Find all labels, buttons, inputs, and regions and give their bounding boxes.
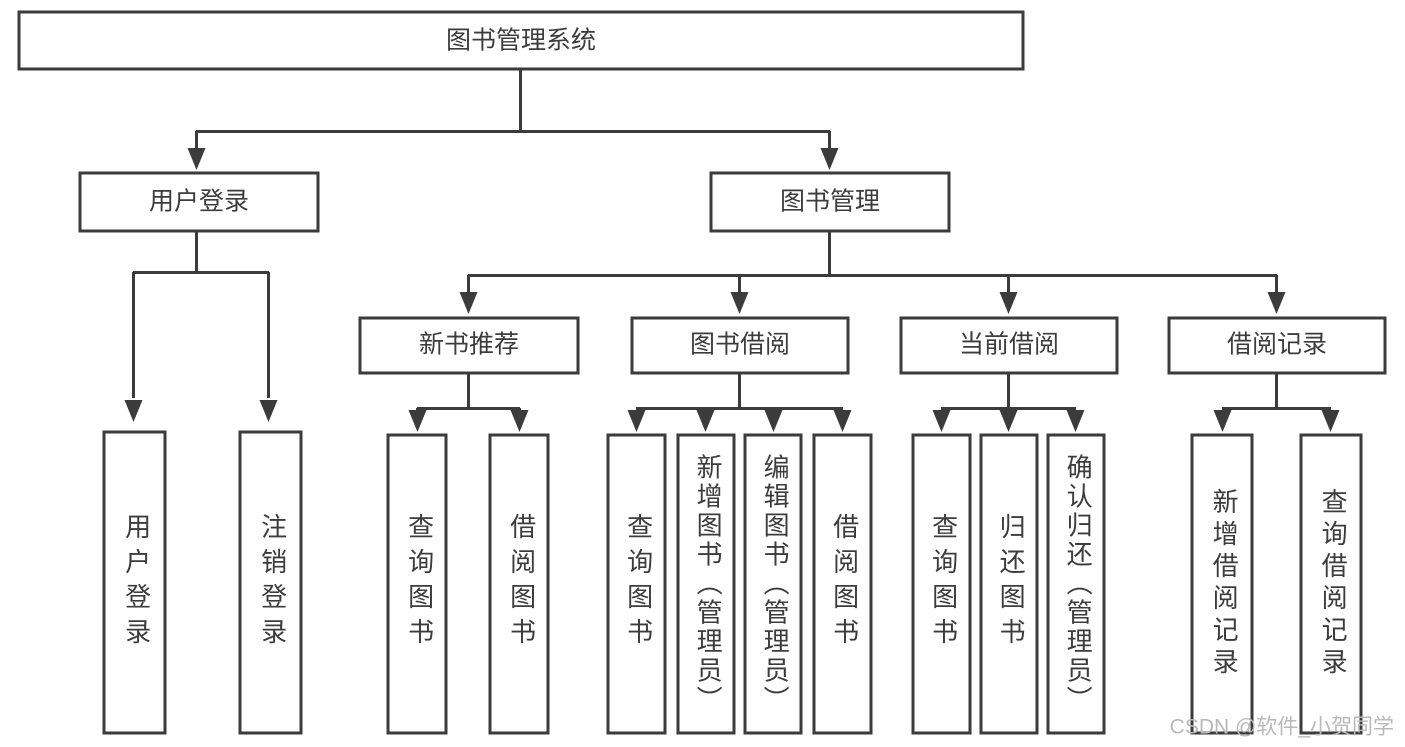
node-user-login-box[interactable]: [78, 171, 320, 233]
node-book-management[interactable]: 图书管理: [709, 171, 951, 233]
leaf-current-borrow-2-box[interactable]: [979, 433, 1039, 735]
leaf-current-borrow-1-box[interactable]: [911, 433, 972, 735]
leaf-current-borrow-3-box[interactable]: [1046, 433, 1106, 735]
node-new-book-recommend[interactable]: 新书推荐: [358, 316, 580, 375]
node-borrow-record-label: 借阅记录: [1227, 331, 1327, 359]
node-book-borrow-box[interactable]: [630, 316, 850, 375]
node-current-borrow-box[interactable]: [899, 316, 1119, 375]
leaf-current-borrow-1[interactable]: 查询图书: [911, 433, 972, 735]
connector-group-borrow-record: [1213, 373, 1340, 432]
node-root-label: 图书管理系统: [446, 27, 596, 55]
node-book-borrow[interactable]: 图书借阅: [630, 316, 850, 375]
node-book-borrow-label: 图书借阅: [690, 331, 790, 359]
node-root-box[interactable]: [17, 10, 1025, 71]
leaf-book-borrow-2-box[interactable]: [676, 433, 736, 735]
leaf-new-book-2-box[interactable]: [488, 433, 550, 735]
leaf-book-borrow-3[interactable]: 编辑图书（管理员）: [743, 433, 803, 735]
leaf-new-book-2-label: 借阅图书: [507, 513, 537, 653]
connector-group-new-book: [408, 373, 529, 432]
leaf-current-borrow-1-label: 查询图书: [929, 513, 959, 653]
arrow-root-to-user-login: [187, 148, 206, 170]
node-borrow-record-box[interactable]: [1167, 316, 1387, 375]
arrow-userlogin-leaf-2: [259, 400, 278, 422]
leaf-borrow-record-2-box[interactable]: [1299, 433, 1363, 735]
leaf-book-borrow-4[interactable]: 借阅图书: [812, 433, 873, 735]
leaf-book-borrow-1-label: 查询图书: [624, 513, 654, 653]
arrow-borrowrecord-leaf-1: [1213, 410, 1232, 432]
leaf-new-book-1-label: 查询图书: [405, 513, 435, 653]
node-new-book-recommend-box[interactable]: [358, 316, 580, 375]
leaf-borrow-record-2[interactable]: 查询借阅记录: [1299, 433, 1363, 735]
arrow-currentborrow-leaf-2: [999, 410, 1018, 432]
arrow-bookborrow-leaf-3: [764, 410, 783, 432]
arrow-borrowrecord-leaf-2: [1321, 410, 1340, 432]
node-new-book-recommend-label: 新书推荐: [419, 331, 519, 359]
leaf-book-borrow-2-label: 新增图书（管理员）: [693, 453, 723, 714]
arrow-bookborrow-leaf-4: [833, 410, 852, 432]
arrow-bookmgmt-to-current: [999, 292, 1018, 314]
leaf-user-login-1-label: 用户登录: [122, 513, 152, 653]
leaf-borrow-record-2-label: 查询借阅记录: [1318, 488, 1348, 680]
arrow-currentborrow-leaf-1: [932, 410, 951, 432]
leaf-book-borrow-1-box[interactable]: [606, 433, 667, 735]
leaf-current-borrow-2[interactable]: 归还图书: [979, 433, 1039, 735]
leaf-user-login-1[interactable]: 用户登录: [102, 430, 167, 735]
leaf-borrow-record-1-box[interactable]: [1190, 433, 1254, 735]
leaf-user-login-2[interactable]: 注销登录: [238, 430, 303, 735]
arrow-root-to-book-mgmt: [820, 148, 839, 170]
arrow-newbook-leaf-1: [408, 410, 427, 432]
leaf-book-borrow-2[interactable]: 新增图书（管理员）: [676, 433, 736, 735]
connector-group-root: [187, 70, 839, 170]
leaf-user-login-2-box[interactable]: [238, 430, 303, 735]
leaf-current-borrow-3[interactable]: 确认归还（管理员）: [1046, 433, 1106, 735]
arrow-bookborrow-leaf-2: [696, 410, 715, 432]
connector-group-book-mgmt: [459, 231, 1286, 314]
arrow-currentborrow-leaf-3: [1066, 410, 1085, 432]
connector-group-current-borrow: [932, 373, 1085, 432]
leaf-current-borrow-3-label: 确认归还（管理员）: [1063, 453, 1093, 714]
leaf-new-book-1[interactable]: 查询图书: [386, 433, 448, 735]
node-current-borrow-label: 当前借阅: [959, 331, 1059, 359]
arrow-bookmgmt-to-record: [1267, 292, 1286, 314]
node-current-borrow[interactable]: 当前借阅: [899, 316, 1119, 375]
leaf-book-borrow-4-box[interactable]: [812, 433, 873, 735]
leaf-book-borrow-4-label: 借阅图书: [830, 513, 860, 653]
arrow-bookmgmt-to-new-book: [459, 292, 478, 314]
leaf-new-book-1-box[interactable]: [386, 433, 448, 735]
node-book-management-box[interactable]: [709, 171, 951, 233]
leaf-borrow-record-1-label: 新增借阅记录: [1209, 488, 1239, 680]
leaf-book-borrow-1[interactable]: 查询图书: [606, 433, 667, 735]
arrow-bookmgmt-to-borrow: [730, 292, 749, 314]
connector-group-book-borrow: [627, 373, 852, 432]
node-user-login-label: 用户登录: [149, 188, 249, 216]
leaf-current-borrow-2-label: 归还图书: [996, 513, 1026, 653]
node-user-login[interactable]: 用户登录: [78, 171, 320, 233]
leaf-book-borrow-3-label: 编辑图书（管理员）: [760, 453, 790, 714]
leaf-borrow-record-1[interactable]: 新增借阅记录: [1190, 433, 1254, 735]
leaf-new-book-2[interactable]: 借阅图书: [488, 433, 550, 735]
node-book-management-label: 图书管理: [780, 188, 880, 216]
connector-group-user-login: [124, 231, 278, 422]
watermark-label: CSDN @软件_小贺同学: [1170, 716, 1394, 739]
node-root[interactable]: 图书管理系统: [17, 10, 1025, 71]
leaf-book-borrow-3-box[interactable]: [743, 433, 803, 735]
arrow-userlogin-leaf-1: [124, 400, 143, 422]
arrow-newbook-leaf-2: [510, 410, 529, 432]
node-borrow-record[interactable]: 借阅记录: [1167, 316, 1387, 375]
arrow-bookborrow-leaf-1: [627, 410, 646, 432]
leaf-user-login-2-label: 注销登录: [258, 513, 288, 653]
leaf-user-login-1-box[interactable]: [102, 430, 167, 735]
